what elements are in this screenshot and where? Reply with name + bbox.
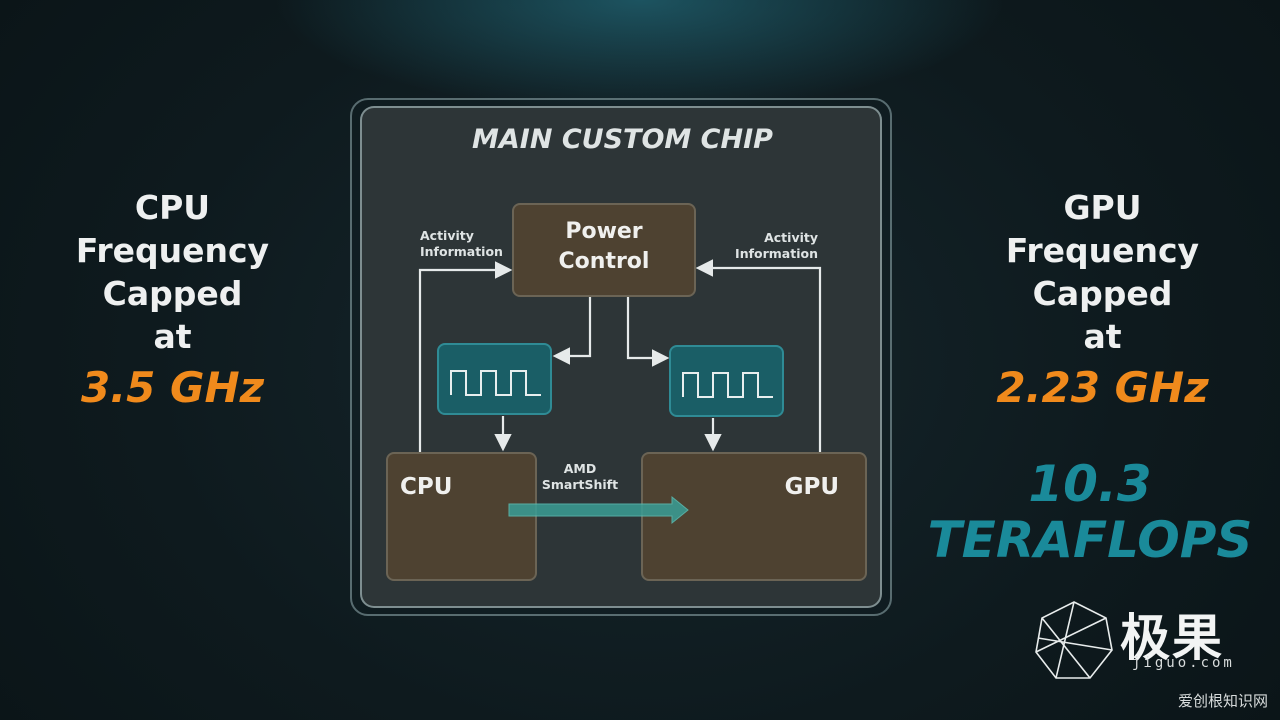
watermark-brand: 极果 xyxy=(1120,609,1224,667)
gpu-activity-label: Activity Information xyxy=(735,230,818,261)
watermark-site: 爱创根知识网 xyxy=(1178,692,1269,710)
chip-title: MAIN CUSTOM CHIP xyxy=(472,124,773,155)
gpu-panel-line-1: GPU xyxy=(1063,188,1142,227)
chip-outer-frame xyxy=(350,98,892,616)
jiguo-logo-icon xyxy=(1035,601,1113,679)
gpu-panel-line-3: Capped xyxy=(1032,274,1173,313)
cpu-panel-line-2: Frequency xyxy=(75,231,270,270)
power-control-label: Power Control xyxy=(558,219,650,274)
cpu-block: CPU xyxy=(386,452,537,581)
cpu-frequency-panel: CPU Frequency Capped at 3.5 GHz xyxy=(40,186,305,416)
cpu-panel-line-3: Capped xyxy=(102,274,243,313)
gpu-clock-signal xyxy=(669,345,784,417)
cpu-panel-line-4: at xyxy=(153,317,192,356)
cpu-block-label: CPU xyxy=(400,474,453,500)
cpu-panel-line-1: CPU xyxy=(134,188,211,227)
teraflops-unit: TERAFLOPS xyxy=(927,511,1253,569)
cpu-activity-arrow xyxy=(418,261,513,452)
smartshift-label: AMD SmartShift xyxy=(541,461,619,492)
teraflops-value: 10.3 xyxy=(1028,455,1152,513)
power-to-gpu-clock-arrow xyxy=(626,297,670,367)
gpu-activity-arrow xyxy=(695,259,822,452)
gpu-frequency-panel: GPU Frequency Capped at 2.23 GHz xyxy=(970,186,1235,416)
gpu-panel-line-4: at xyxy=(1083,317,1122,356)
square-wave-icon xyxy=(450,370,541,396)
square-wave-icon xyxy=(682,372,773,398)
watermark-url: jiguo.com xyxy=(1132,655,1235,671)
gpu-frequency-value: 2.23 GHz xyxy=(996,363,1209,412)
power-to-cpu-clock-arrow xyxy=(552,297,592,365)
gpu-panel-line-2: Frequency xyxy=(1005,231,1200,270)
cpu-clock-signal xyxy=(437,343,552,415)
cpu-activity-label: Activity Information xyxy=(420,228,503,259)
cpu-frequency-value: 3.5 GHz xyxy=(80,363,265,412)
power-control-box: Power Control xyxy=(512,203,696,297)
teraflops-figure: 10.3 TERAFLOPS xyxy=(905,456,1275,568)
gpu-block-label: GPU xyxy=(784,474,839,500)
